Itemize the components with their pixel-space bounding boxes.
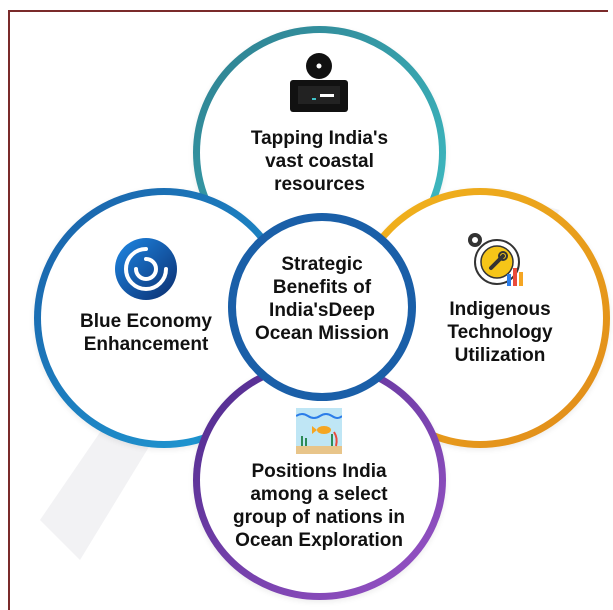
ocean-fish-icon <box>296 408 342 454</box>
center-title-line: Benefits of <box>272 277 372 298</box>
top-label-line: vast coastal <box>265 151 374 172</box>
top-label-line: Tapping India's <box>250 128 389 149</box>
top-label-line: resources <box>274 174 365 195</box>
left-label: Blue Economy Enhancement <box>60 310 232 356</box>
left-label-line: Blue Economy <box>80 311 212 332</box>
desk-tablet-icon <box>290 53 348 112</box>
tech-gear-chart-icon <box>468 233 523 286</box>
right-label-line: Technology <box>447 322 553 343</box>
center-title: Strategic Benefits of India'sDeep Ocean … <box>236 253 408 345</box>
right-label: Indigenous Technology Utilization <box>420 298 580 367</box>
center-title-line: Ocean Mission <box>254 323 390 344</box>
bottom-label: Positions India among a select group of … <box>212 460 426 552</box>
top-label: Tapping India's vast coastal resources <box>213 127 426 196</box>
bottom-label-line: among a select <box>250 484 388 505</box>
bottom-label-line: Ocean Exploration <box>235 530 403 551</box>
bottom-label-line: group of nations in <box>232 507 406 528</box>
center-title-line: Strategic <box>281 254 363 275</box>
frame-border <box>8 10 608 610</box>
right-label-line: Indigenous <box>449 299 551 320</box>
center-circle <box>228 213 416 401</box>
center-title-line: India'sDeep <box>269 300 375 321</box>
left-label-line: Enhancement <box>83 334 209 355</box>
blue-ring-icon <box>115 238 177 300</box>
bottom-label-line: Positions India <box>251 461 387 482</box>
right-label-line: Utilization <box>454 345 546 366</box>
